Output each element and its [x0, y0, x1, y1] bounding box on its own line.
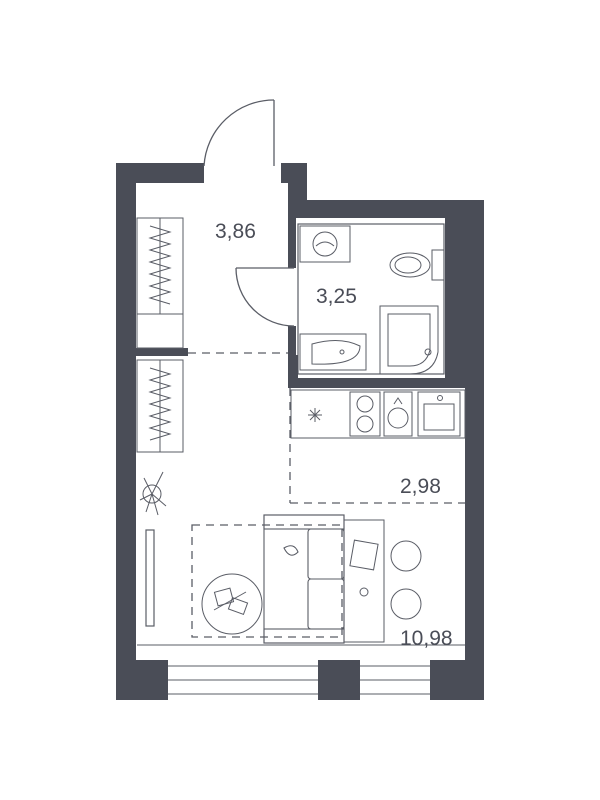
kitchen-area-label: 2,98 [400, 475, 441, 498]
rug-icon [201, 573, 263, 635]
stool-icon [390, 540, 422, 620]
bathroom-area-label: 3,25 [316, 285, 357, 308]
zone-separators [188, 352, 465, 638]
fridge-icon [308, 408, 322, 422]
kitchen-counter [290, 389, 466, 439]
tv-icon [145, 529, 155, 627]
bathroom-walls [288, 218, 465, 388]
washing-machine-icon [299, 225, 351, 263]
plant-icon [139, 471, 167, 516]
hallway-area-label: 3,86 [215, 220, 256, 243]
bathroom-door-icon [235, 267, 295, 327]
stove-icon [349, 391, 413, 437]
wardrobe-icon [136, 217, 184, 453]
sink-icon [299, 333, 367, 371]
sofa-icon [263, 514, 345, 644]
shower-tray-icon [379, 305, 439, 375]
entry-door-icon [203, 99, 275, 167]
toilet-icon [389, 249, 445, 281]
window-icon [168, 665, 430, 695]
living-room-area-label: 10,98 [400, 627, 453, 650]
walls [116, 163, 484, 700]
wardrobe-partition [136, 348, 188, 356]
kitchen-sink-icon [417, 391, 461, 437]
desk-icon [343, 519, 385, 643]
